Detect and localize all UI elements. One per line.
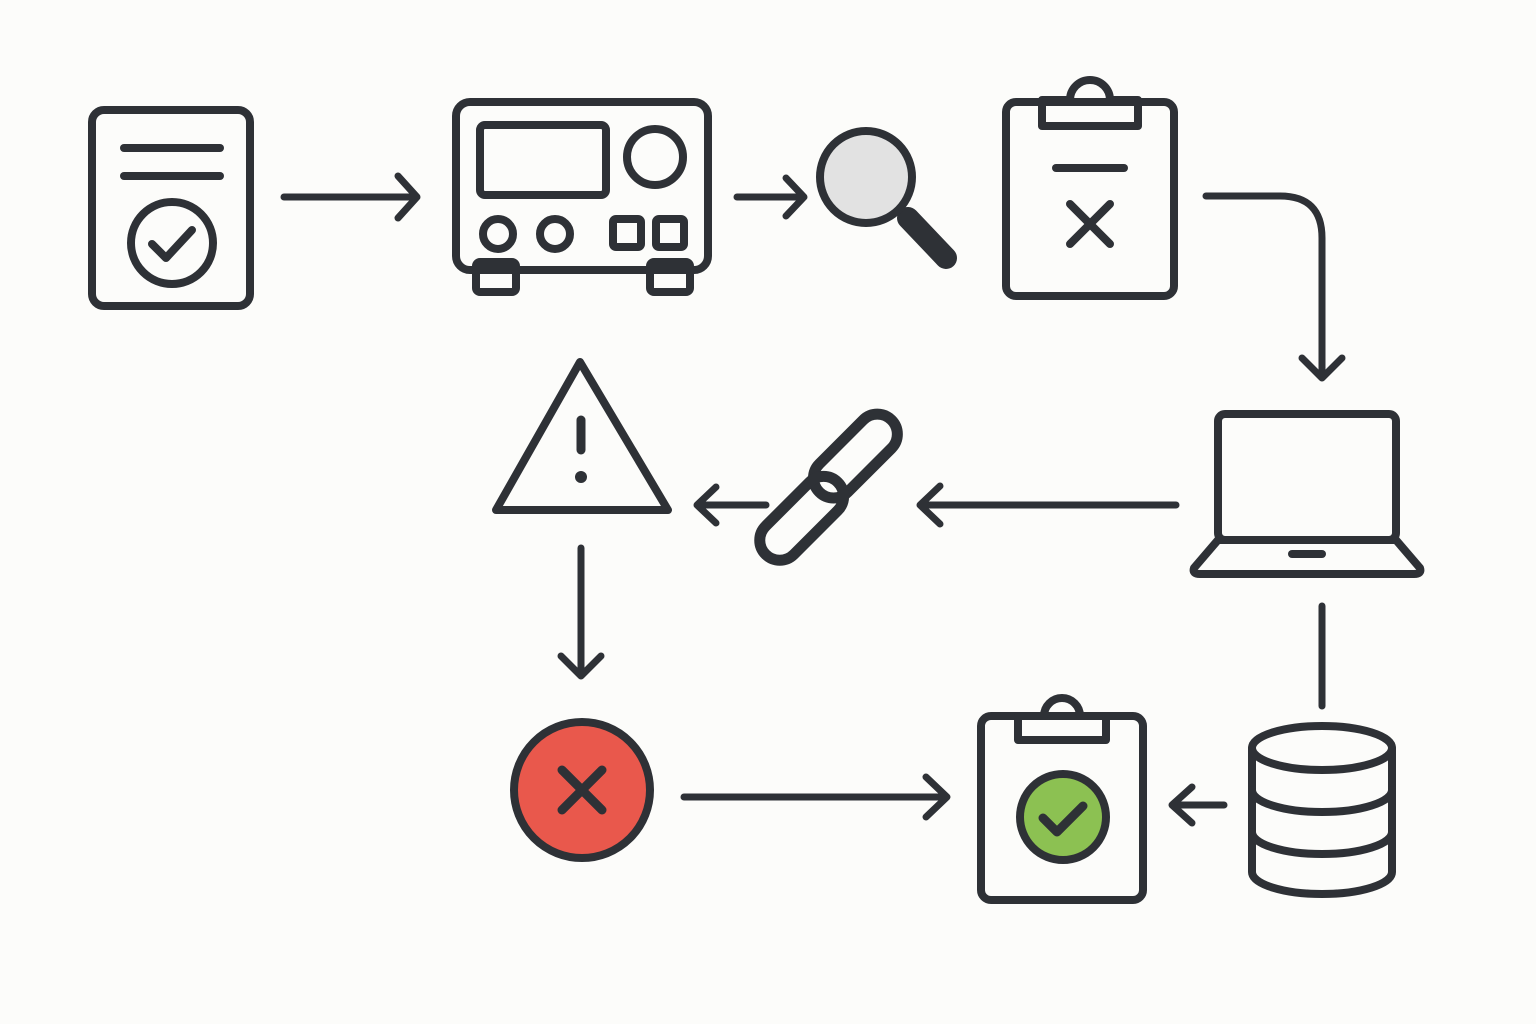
arrow-error-to-checklist	[680, 773, 951, 821]
instrument-foot-left	[472, 258, 520, 296]
instrument-button-1	[609, 215, 645, 251]
instrument-button-2	[652, 215, 688, 251]
magnifier-handle	[897, 207, 957, 269]
chain-link-upper	[808, 408, 903, 504]
clipboard-x-icon	[1002, 76, 1178, 300]
clipboard-check-board	[977, 712, 1147, 904]
arrow-database-to-checklist	[1168, 783, 1228, 827]
database-icon	[1248, 722, 1396, 898]
document-check-icon	[88, 106, 254, 310]
laptop-screen	[1214, 410, 1400, 544]
connectors	[280, 172, 1346, 827]
warning-triangle-icon	[492, 358, 672, 514]
database-cylinder-body	[1248, 744, 1396, 898]
instrument-foot-right	[646, 258, 694, 296]
laptop-icon	[1189, 410, 1425, 578]
clipboard-x-board	[1002, 98, 1178, 300]
arrow-warning-to-error	[557, 544, 605, 680]
chain-link-lower	[754, 470, 850, 566]
magnifier-lens	[816, 127, 916, 227]
arrow-instrument-to-magnifier	[733, 174, 808, 220]
instrument-body	[452, 98, 712, 274]
database-band-1	[1248, 786, 1396, 816]
clipboard-x-stroke-2	[1066, 200, 1114, 248]
database-cylinder-top	[1248, 722, 1396, 774]
clipboard-check-badge	[1016, 770, 1110, 864]
arrow-laptop-to-chain	[916, 482, 1180, 528]
arrow-chain-to-warning	[693, 483, 770, 527]
arrow-checklist-to-laptop	[1202, 192, 1346, 382]
instrument-knob-2	[536, 215, 574, 253]
laptop-base	[1189, 536, 1425, 578]
instrument-icon	[452, 98, 712, 296]
arrow-document-to-instrument	[280, 172, 421, 222]
document-check-badge	[127, 198, 217, 288]
instrument-dial	[623, 125, 687, 189]
document-sheet	[88, 106, 254, 310]
clipboard-check-icon	[977, 694, 1147, 904]
clipboard-check-clip	[1014, 694, 1110, 744]
clipboard-checkmark	[1038, 801, 1088, 837]
database-band-2	[1248, 828, 1396, 858]
warning-triangle	[492, 358, 672, 514]
error-x-stroke-2	[557, 765, 607, 815]
warning-exclamation-dot	[575, 471, 587, 483]
instrument-knob-1	[479, 215, 517, 253]
magnifier-icon	[816, 127, 957, 269]
chain-link-icon	[754, 408, 903, 566]
document-checkmark	[148, 226, 196, 262]
clipboard-x-clip	[1038, 76, 1142, 130]
error-x-icon	[510, 718, 654, 862]
instrument-screen	[476, 121, 610, 199]
